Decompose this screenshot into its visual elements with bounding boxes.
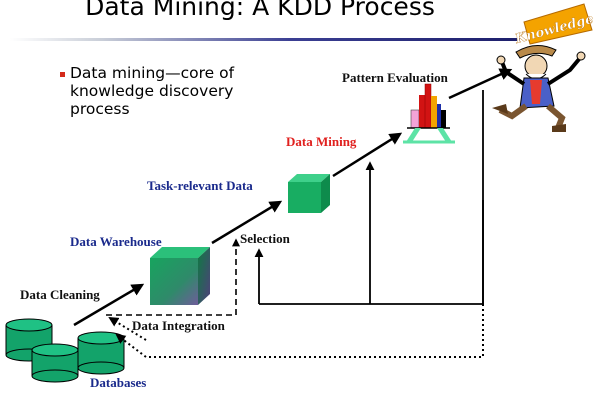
label-data-mining: Data Mining (286, 134, 357, 149)
label-task-relevant-data: Task-relevant Data (147, 178, 253, 193)
arrow-to-knowledge (448, 68, 513, 100)
knowledge-cowboy-icon: Knowledge (492, 3, 593, 132)
label-data-warehouse: Data Warehouse (70, 234, 162, 249)
feedback-loop-solid (254, 90, 484, 305)
slide-title: Data Mining: A KDD Process (85, 0, 435, 21)
pattern-bar-chart-icon (403, 83, 455, 144)
main-flow-arrows (73, 68, 513, 327)
label-data-cleaning: Data Cleaning (20, 287, 100, 302)
title-divider (10, 38, 520, 41)
arrow-task-to-mining (332, 132, 403, 178)
label-databases: Databases (90, 375, 147, 390)
bullet-text: Data mining—core of knowledge discovery … (70, 64, 235, 118)
bullet-marker (60, 72, 65, 77)
database-cylinders-icon (5, 318, 125, 383)
database-cylinder-3 (77, 331, 125, 375)
label-selection: Selection (240, 231, 290, 246)
label-pattern-evaluation: Pattern Evaluation (342, 70, 448, 85)
data-warehouse-cube-icon (150, 247, 210, 305)
selection-dashed-path (106, 238, 240, 316)
label-data-integration: Data Integration (132, 318, 225, 333)
integration-dotted-path (108, 304, 484, 358)
arrow-warehouse-to-task (211, 200, 283, 245)
arrow-cleaning (73, 283, 145, 327)
task-data-cube-icon (288, 174, 330, 213)
database-cylinder-2 (31, 343, 79, 383)
